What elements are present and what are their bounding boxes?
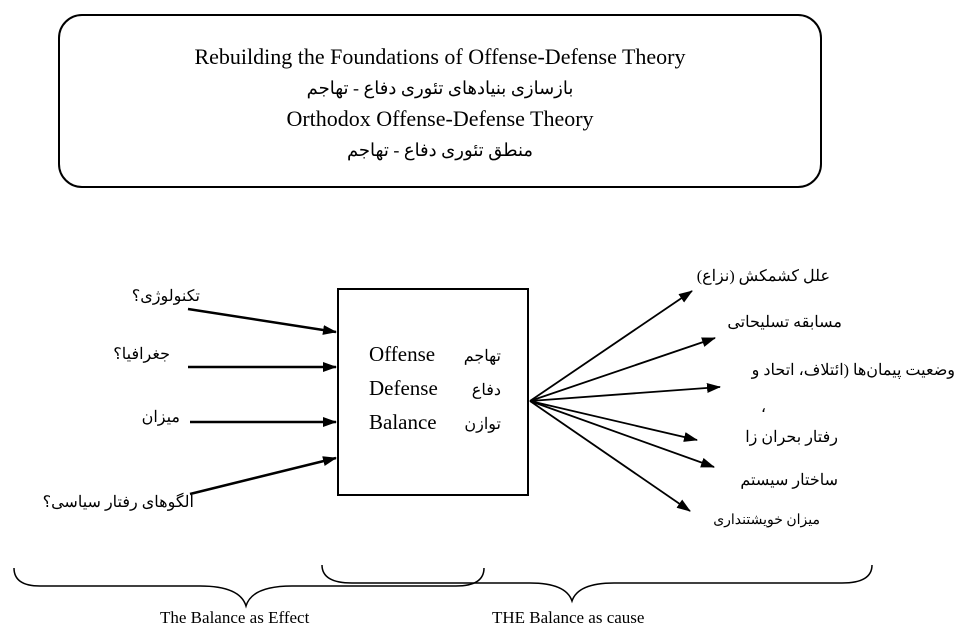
cause-brace (321, 564, 873, 604)
output-arrow-2 (529, 337, 716, 402)
output-label-restraint: میزان خویشتنداری (713, 513, 820, 528)
center-balance-fa: توازن (464, 416, 501, 433)
output-arrow-5 (529, 400, 715, 468)
output-arrow-1 (529, 290, 693, 402)
input-label-geography: جغرافیا؟ (113, 346, 170, 363)
title-box: Rebuilding the Foundations of Offense-De… (58, 14, 822, 188)
input-label-level: میزان (141, 409, 180, 426)
input-label-political-behavior: الگوهای رفتار سیاسی؟ (42, 494, 194, 511)
caption-balance-as-effect: The Balance as Effect (160, 608, 310, 627)
output-label-comma: ، (760, 399, 766, 416)
center-offense-fa: تهاجم (463, 348, 501, 365)
center-balance-en: Balance (369, 410, 437, 434)
output-arrow-6 (529, 400, 691, 512)
output-label-conflict-causes: علل کشمکش (نزاع) (696, 268, 830, 285)
input-label-technology: تکنولوژی؟ (131, 288, 200, 305)
subtitle-persian: منطق تئوری دفاع - تهاجم (346, 140, 534, 160)
output-label-arms-race: مسابقه تسلیحاتی (727, 314, 842, 331)
output-label-system-structure: ساختار سیستم (740, 472, 838, 489)
output-arrow-4 (529, 400, 698, 442)
offense-defense-balance-box: Offense تهاجم Defense دفاع Balance توازن (337, 288, 529, 496)
output-label-crisis-behavior: رفتار بحران زا (745, 429, 838, 446)
title-persian: بازسازی بنیادهای تئوری دفاع - تهاجم (306, 78, 574, 98)
input-arrow-political-behavior (189, 456, 337, 496)
center-offense-en: Offense (369, 342, 436, 366)
caption-balance-as-cause: THE Balance as cause (492, 608, 645, 627)
center-defense-en: Defense (369, 376, 438, 400)
center-defense-fa: دفاع (471, 382, 501, 399)
effect-brace (13, 567, 485, 609)
output-arrow-3 (529, 382, 721, 402)
input-arrow-technology (187, 307, 337, 335)
subtitle-english: Orthodox Offense-Defense Theory (286, 106, 594, 131)
title-english: Rebuilding the Foundations of Offense-De… (194, 44, 686, 69)
output-label-alliances: وضعیت پیمان‌ها (ائتلاف، اتحاد و (751, 362, 955, 379)
